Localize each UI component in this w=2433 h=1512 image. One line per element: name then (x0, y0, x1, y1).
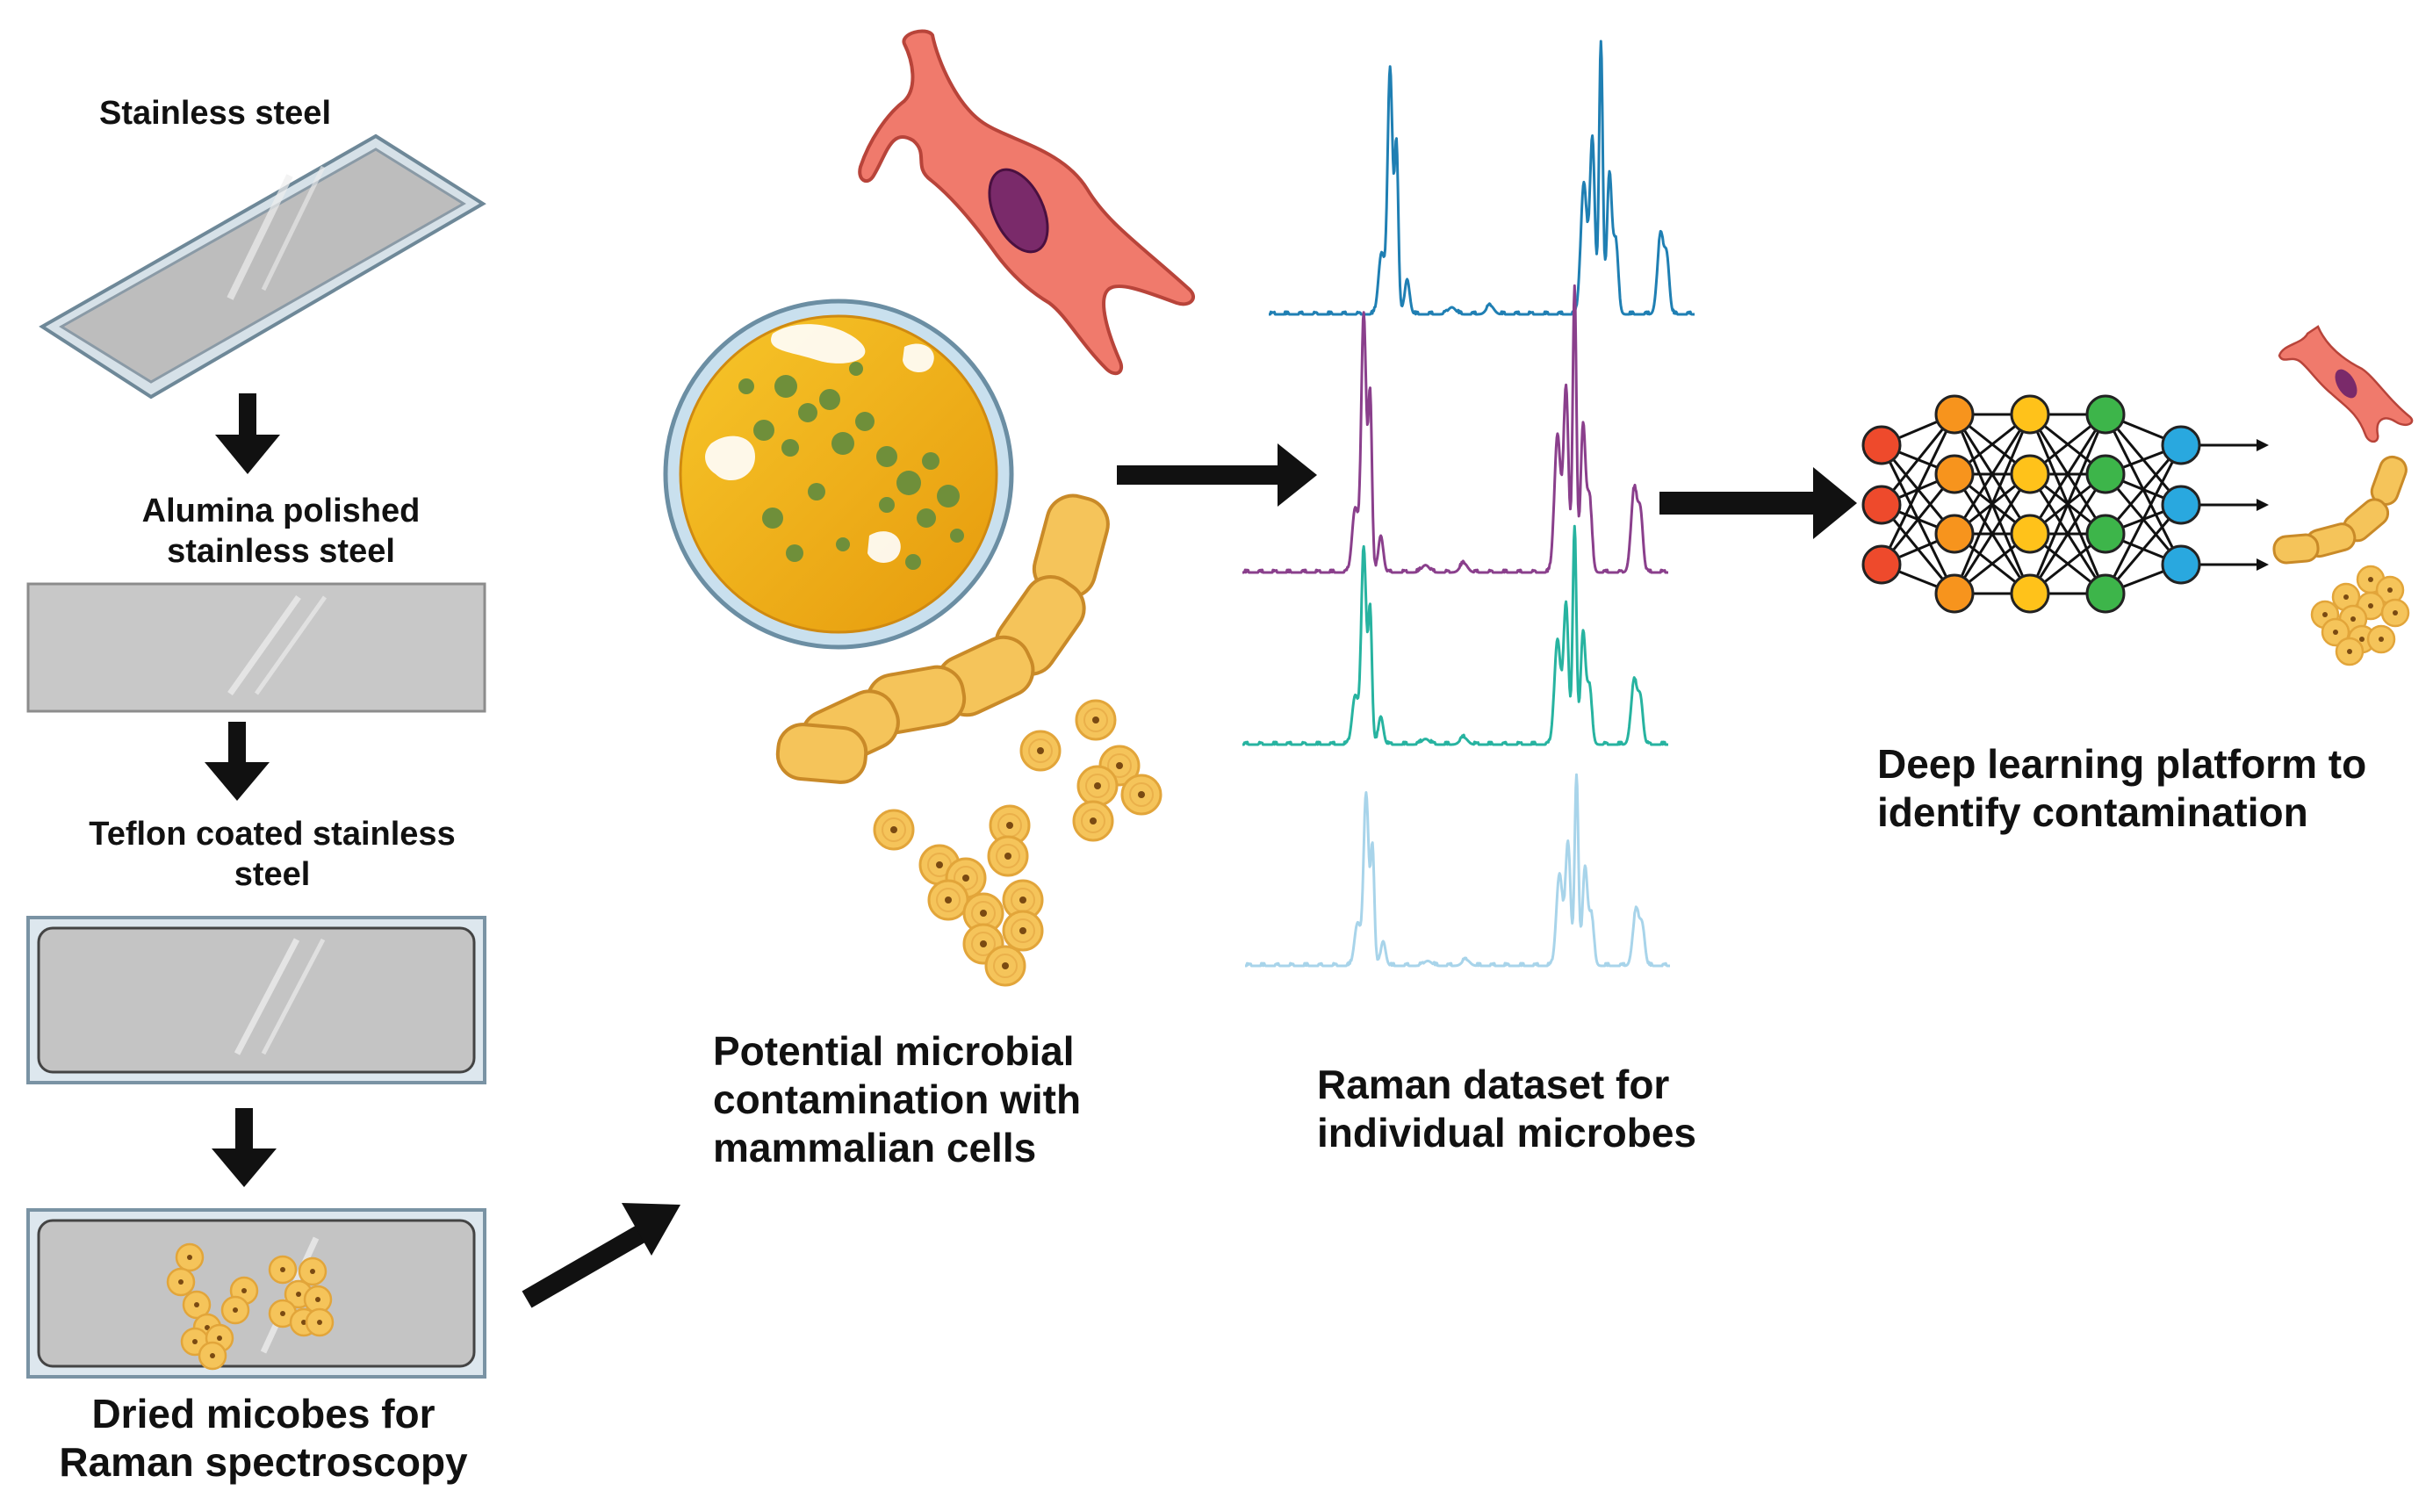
network-node (1861, 485, 1902, 525)
network-node (1861, 425, 1902, 465)
network-node (2161, 544, 2201, 585)
network-output-arrowhead (2257, 439, 2269, 451)
alumina-label: Alumina polished stainless steel (141, 493, 421, 570)
network-node (2161, 425, 2201, 465)
network-node (2085, 573, 2126, 614)
deep-learning-label: Deep learning platform to identify conta… (1877, 741, 2367, 836)
down-arrow-icon (212, 1108, 277, 1187)
network-output-arrowhead (2257, 499, 2269, 511)
dried-microbes-label: Dried micobes for Raman spectroscopy (59, 1391, 468, 1486)
raman-dataset-label: Raman dataset for individual microbes (1317, 1062, 1696, 1156)
network-node (2085, 394, 2126, 435)
raman-spectrum-line (1244, 773, 1671, 968)
network-node (1934, 514, 1975, 554)
mammalian-cell-icon (858, 29, 1195, 376)
network-node (2010, 454, 2050, 494)
network-edge (2028, 414, 2107, 594)
network-node (2085, 514, 2126, 554)
teflon-label: Teflon coated stainless steel (89, 816, 456, 893)
dried-microbes-plate-icon (26, 1208, 486, 1379)
network-edge (2028, 473, 2107, 594)
network-edge (1953, 473, 2032, 594)
network-node (2010, 514, 2050, 554)
network-edge (2028, 414, 2107, 535)
down-arrow-icon (205, 722, 270, 801)
raman-spectrum-line (1242, 284, 1669, 574)
right-arrow-icon (1659, 467, 1857, 539)
output-mammalian-cell-icon (2278, 325, 2414, 443)
network-edge (1953, 414, 2032, 594)
network-edge (2104, 444, 2183, 594)
teflon-plate-icon (26, 916, 486, 1084)
output-rod-bacteria-icon (2272, 455, 2408, 565)
down-arrow-icon (215, 393, 280, 474)
petri-dish-icon (663, 299, 1014, 650)
network-node (2010, 573, 2050, 614)
raman-spectrum-line (1268, 40, 1695, 316)
network-node (2085, 454, 2126, 494)
potential-contamination-label: Potential microbial contamination with m… (713, 1028, 1082, 1171)
network-output-arrowhead (2257, 558, 2269, 571)
network-node (1934, 573, 1975, 614)
network-node (2010, 394, 2050, 435)
alumina-plate-icon (26, 582, 486, 713)
network-node (1861, 544, 1902, 585)
raman-spectrum-line (1242, 524, 1669, 746)
stainless-steel-label: Stainless steel (98, 95, 332, 132)
neural-network-icon (1861, 394, 2269, 614)
network-node (1934, 454, 1975, 494)
rod-bacteria-icon (775, 493, 1110, 784)
cocci-cluster-icon (873, 699, 1163, 987)
network-edge (1953, 414, 2032, 535)
network-node (1934, 394, 1975, 435)
network-edge (1880, 414, 1956, 565)
output-cocci-cluster-icon (2310, 565, 2410, 666)
raman-spectrum-icon (1242, 40, 1695, 968)
steel-plate-icon (39, 133, 486, 400)
network-node (2161, 485, 2201, 525)
right-arrow-icon (1117, 443, 1317, 507)
diagonal-arrow-icon (522, 1203, 680, 1308)
